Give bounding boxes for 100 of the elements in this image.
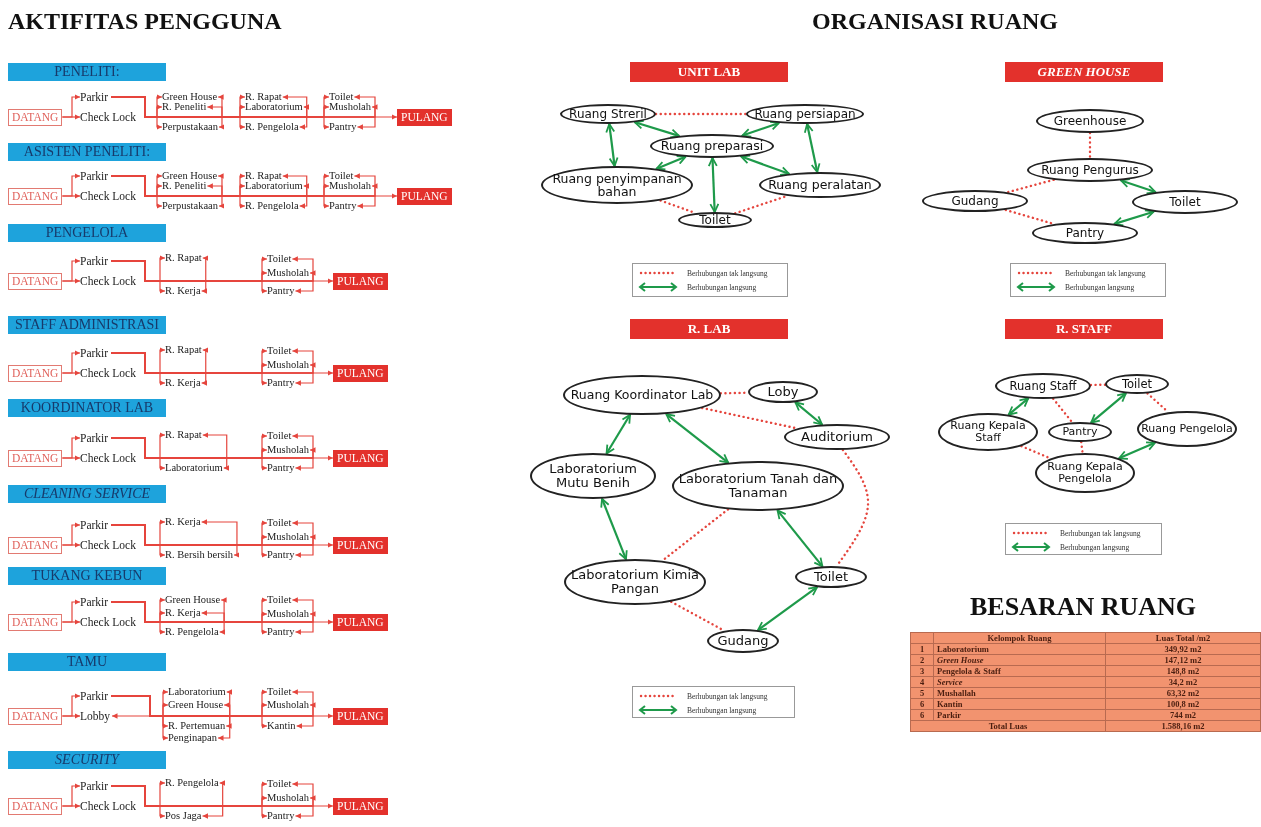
room-ellipse: Ruang Kepala Pengelola	[1035, 453, 1135, 493]
room-label: Laboratorium	[165, 463, 223, 473]
room-label: Musholah	[329, 181, 371, 191]
room-label: Kantin	[267, 721, 296, 731]
step-label: Parkir	[80, 170, 109, 182]
room-label: Pantry	[267, 463, 295, 473]
room-label: R. Rapat	[245, 92, 282, 102]
table-cell: Pengelola & Staff	[933, 665, 1106, 677]
room-label: Pantry	[267, 550, 295, 560]
room-label: Green House	[168, 700, 224, 710]
column-header: Luas Total /m2	[1105, 632, 1261, 644]
room-label: R. Pengelola	[165, 627, 219, 637]
table-cell: 1.588,16 m2	[1105, 720, 1261, 732]
flow-arrow	[110, 695, 314, 729]
section-header-band: UNIT LAB	[630, 62, 788, 82]
room-label: R. Kerja	[165, 608, 201, 618]
flow-arrow	[110, 524, 314, 558]
double-arrow	[803, 123, 821, 173]
table-cell: 2	[910, 654, 934, 666]
step-label: Parkir	[80, 690, 109, 702]
room-ellipse: Ruang preparasi	[650, 134, 774, 158]
table-cell: 349,92 m2	[1105, 643, 1261, 655]
flow-arrow	[61, 803, 81, 809]
room-label: Pantry	[267, 811, 295, 821]
start-box: DATANG	[8, 187, 63, 205]
section-title: ORGANISASI RUANG	[812, 8, 1058, 35]
role-header-band: ASISTEN PENELITI:	[8, 143, 166, 161]
room-ellipse: Ruang Pengurus	[1027, 158, 1153, 182]
start-box: DATANG	[8, 449, 63, 467]
room-label: R. Kerja	[165, 286, 201, 296]
flow-arrow	[110, 175, 376, 209]
table-cell: 148,8 m2	[1105, 665, 1261, 677]
end-box: PULANG	[333, 449, 388, 467]
start-box: DATANG	[8, 364, 63, 382]
room-label: Toilet	[267, 518, 292, 528]
room-label: R. Peneliti	[162, 102, 207, 112]
section-header-band: GREEN HOUSE	[1005, 62, 1163, 82]
table-cell: 3	[910, 665, 934, 677]
table-cell: 6	[910, 709, 934, 721]
flow-arrow	[61, 619, 81, 625]
room-label: Pos Jaga	[165, 811, 202, 821]
room-label: Laboratorium	[168, 687, 226, 697]
room-label: Musholah	[267, 793, 309, 803]
room-ellipse: Laboratorium Tanah dan Tanaman	[672, 461, 844, 511]
room-label: R. Pengelola	[165, 778, 219, 788]
flow-arrow	[110, 601, 314, 635]
room-ellipse: Toilet	[795, 566, 867, 588]
room-label: Pantry	[267, 286, 295, 296]
flow-arrow	[110, 96, 376, 130]
step-label: Check Lock	[80, 539, 136, 551]
start-box: DATANG	[8, 108, 63, 126]
role-header-band: SECURITY	[8, 751, 166, 769]
room-ellipse: Loby	[748, 381, 818, 403]
room-ellipse: Gudang	[707, 629, 779, 653]
room-label: Green House	[162, 92, 218, 102]
table-cell: Parkir	[933, 709, 1106, 721]
room-label: Toilet	[329, 171, 354, 181]
dotted-connector	[1088, 131, 1092, 160]
double-arrow	[600, 497, 628, 561]
start-box: DATANG	[8, 613, 63, 631]
room-ellipse: Ruang persiapan	[746, 104, 864, 124]
room-ellipse: Pantry	[1048, 422, 1112, 442]
room-label: Green House	[162, 171, 218, 181]
dotted-connector	[1052, 397, 1074, 424]
step-label: Check Lock	[80, 111, 136, 123]
double-arrow	[1090, 392, 1127, 424]
flow-arrow	[61, 455, 81, 461]
role-header-band: TAMU	[8, 653, 166, 671]
room-label: Musholah	[267, 445, 309, 455]
double-arrow	[757, 586, 818, 631]
room-label: Green House	[165, 595, 221, 605]
flow-arrow	[61, 370, 81, 376]
step-label: Check Lock	[80, 367, 136, 379]
start-box: DATANG	[8, 797, 63, 815]
role-header-band: KOORDINATOR LAB	[8, 399, 166, 417]
table-cell: Green House	[933, 654, 1106, 666]
double-arrow	[707, 157, 720, 213]
step-label: Check Lock	[80, 452, 136, 464]
step-label: Check Lock	[80, 616, 136, 628]
flow-arrow	[110, 437, 314, 471]
room-ellipse: Ruang Staff	[995, 373, 1091, 399]
room-label: R. Kerja	[165, 517, 201, 527]
double-arrow	[1007, 397, 1030, 416]
table-cell: 5	[910, 687, 934, 699]
role-header-band: STAFF ADMINISTRASI	[8, 316, 166, 334]
room-label: Toilet	[267, 687, 292, 697]
flow-arrow	[110, 785, 314, 819]
table-cell: 147,12 m2	[1105, 654, 1261, 666]
room-label: Pantry	[329, 122, 357, 132]
dotted-connector	[654, 112, 748, 116]
double-arrow	[605, 413, 631, 455]
room-ellipse: Ruang Kepala Staff	[938, 413, 1038, 451]
dotted-connector	[1089, 383, 1107, 387]
double-arrow	[1118, 441, 1156, 460]
room-label: Laboratorium	[245, 102, 303, 112]
table-cell: 6	[910, 698, 934, 710]
end-box: PULANG	[333, 707, 388, 725]
room-label: Musholah	[267, 268, 309, 278]
room-label: Toilet	[267, 431, 292, 441]
room-label: R. Peneliti	[162, 181, 207, 191]
